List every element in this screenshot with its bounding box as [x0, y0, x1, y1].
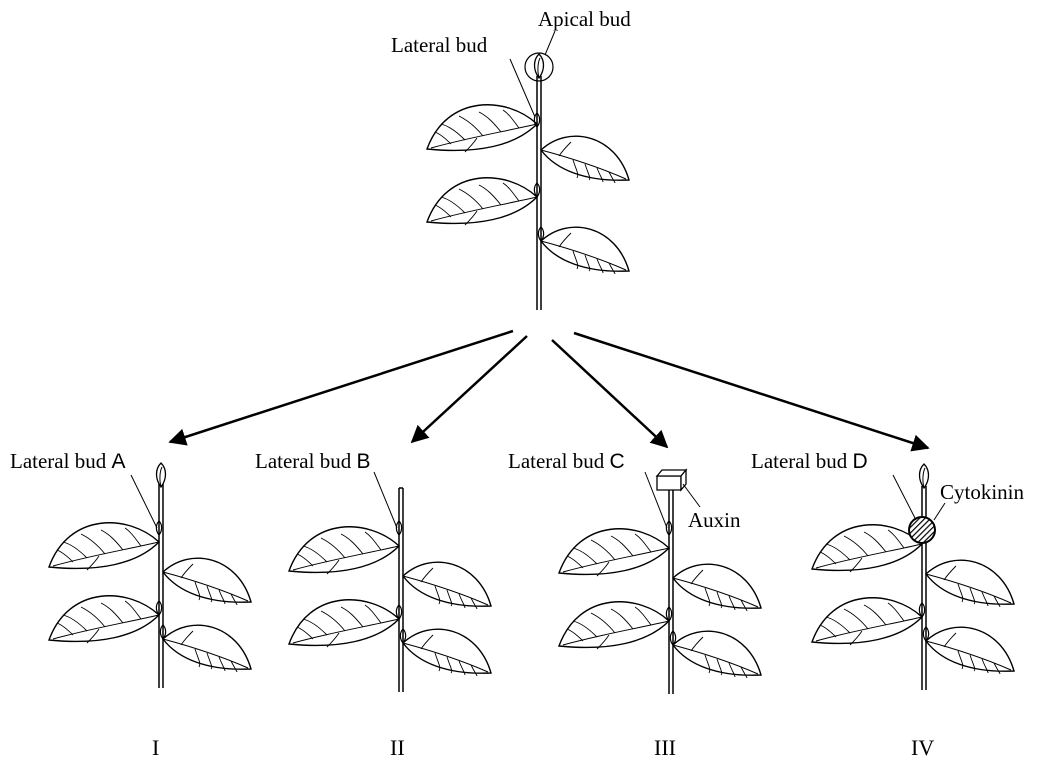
apical-bud: [918, 463, 930, 489]
cytokinin-pointer: [933, 502, 946, 521]
apical-bud: [155, 462, 167, 488]
apical-bud: [533, 53, 545, 79]
plant-IV: Cytokinin Lateral bud D IV: [751, 449, 1025, 760]
arrow-to-II: [410, 335, 528, 444]
lateral-bud-D-pointer: [892, 474, 917, 521]
lateral-bud-C-pointer: [644, 471, 668, 529]
apical-bud-label: Apical bud: [538, 7, 631, 31]
leaf: [426, 177, 538, 226]
lateral-bud-label: Lateral bud: [391, 33, 488, 57]
cytokinin-marker: [908, 516, 936, 544]
arrow-to-IV: [573, 331, 930, 452]
plant-II: Lateral bud B II: [255, 449, 491, 760]
arrows: [168, 329, 930, 452]
leaf: [426, 104, 538, 153]
parent-plant: Apical bud Lateral bud: [391, 7, 631, 310]
leaf: [540, 135, 630, 184]
lateral-bud-A-pointer: [130, 474, 158, 529]
apical-bud-pointer: [544, 30, 556, 56]
label-II: II: [390, 735, 405, 760]
cytokinin-label: Cytokinin: [940, 480, 1025, 504]
lateral-bud-D-label: Lateral bud D: [751, 449, 868, 473]
lateral-bud-C-label: Lateral bud C: [508, 449, 625, 473]
plant-I: Lateral bud A I: [10, 449, 251, 760]
leaf: [540, 226, 630, 275]
auxin-pointer: [682, 483, 701, 508]
label-III: III: [654, 735, 676, 760]
label-I: I: [152, 735, 159, 760]
lateral-bud-pointer: [509, 58, 536, 118]
lateral-bud-B-label: Lateral bud B: [255, 449, 370, 473]
plant-III: Auxin Lateral bud C III: [508, 449, 761, 760]
arrow-to-III: [551, 339, 669, 449]
lateral-bud-B-pointer: [373, 471, 398, 529]
auxin-label: Auxin: [688, 508, 741, 532]
arrow-to-I: [168, 329, 514, 446]
auxin-block: [655, 468, 688, 492]
apical-bud-circle: [524, 52, 554, 82]
lateral-bud-A-label: Lateral bud A: [10, 449, 125, 473]
label-IV: IV: [911, 735, 934, 760]
